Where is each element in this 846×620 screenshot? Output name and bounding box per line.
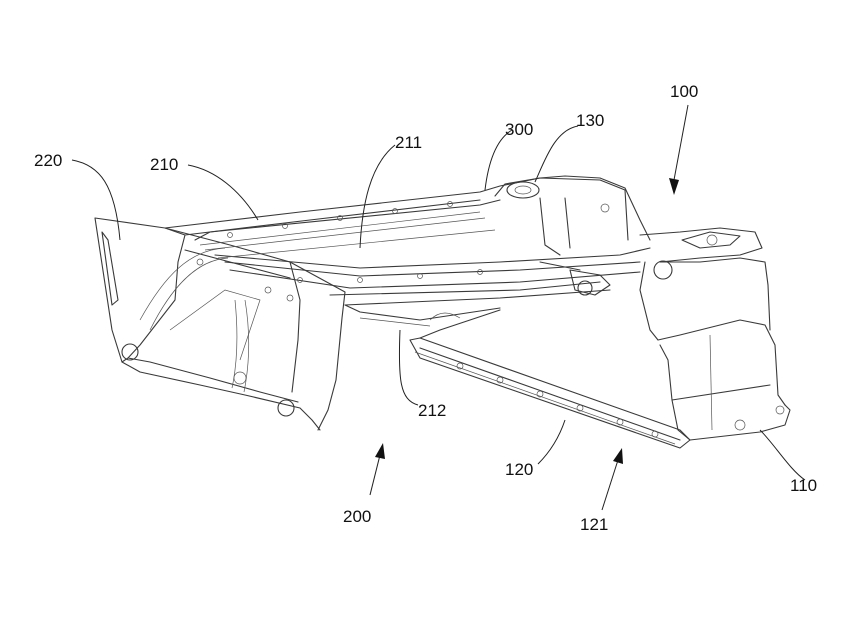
label-300: 300 xyxy=(505,120,533,139)
label-110: 110 xyxy=(790,476,817,495)
label-120: 120 xyxy=(505,460,533,479)
label-211: 211 xyxy=(395,133,422,152)
label-212: 212 xyxy=(418,401,446,420)
arrow-100-head xyxy=(669,178,679,195)
arrow-200-head xyxy=(375,443,385,459)
label-130: 130 xyxy=(576,111,604,130)
left-end-bracket xyxy=(94,217,346,431)
label-100: 100 xyxy=(670,82,698,101)
leader-lines xyxy=(71,125,806,481)
label-200: 200 xyxy=(343,507,371,526)
right-housing xyxy=(494,175,791,441)
reference-labels: 220 210 211 300 130 100 212 120 110 200 … xyxy=(34,82,817,534)
top-frame xyxy=(164,177,651,306)
label-210: 210 xyxy=(150,155,178,174)
lower-pan xyxy=(344,304,691,449)
arrows xyxy=(369,104,689,511)
label-121: 121 xyxy=(580,515,608,534)
arrow-121-head xyxy=(613,448,623,464)
label-220: 220 xyxy=(34,151,62,170)
